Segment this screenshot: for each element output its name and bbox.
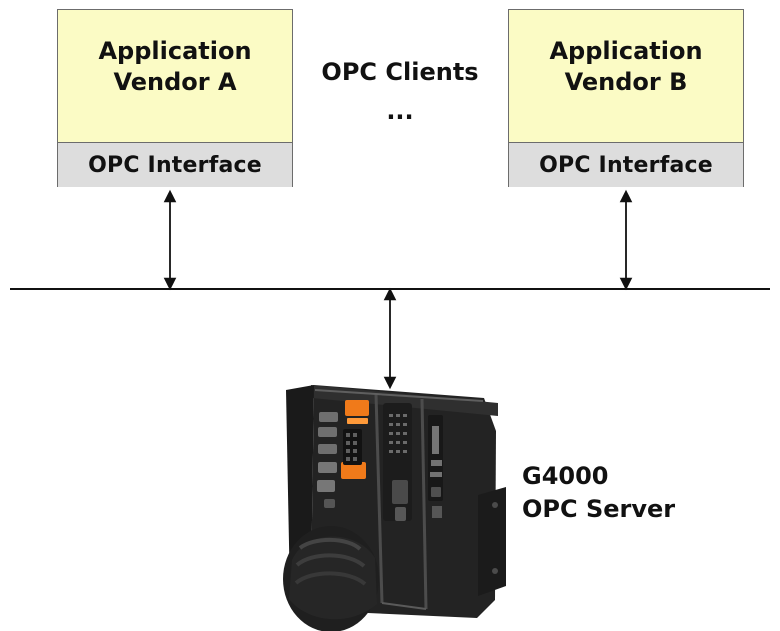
- vendor-label: Vendor B: [564, 68, 688, 96]
- application-label: Application: [549, 36, 703, 65]
- vendor-label: Vendor A: [113, 68, 237, 96]
- opc-clients-label: OPC Clients: [321, 58, 479, 86]
- client-box-vendor-b: Application Vendor B OPC Interface: [508, 9, 744, 187]
- application-label: Application: [98, 36, 252, 65]
- opc-interface-label: OPC Interface: [88, 152, 262, 178]
- more-clients-ellipsis: ...: [386, 97, 414, 125]
- server-role-label: OPC Server: [522, 495, 676, 524]
- application-area-vendor-b: Application Vendor B: [509, 10, 743, 143]
- opc-interface-vendor-b: OPC Interface: [509, 143, 743, 187]
- server-model-label: G4000: [522, 462, 609, 490]
- server-label: G4000 OPC Server: [522, 460, 675, 526]
- opc-interface-label: OPC Interface: [539, 152, 713, 178]
- opc-interface-vendor-a: OPC Interface: [58, 143, 292, 187]
- application-area-vendor-a: Application Vendor A: [58, 10, 292, 143]
- client-box-vendor-a: Application Vendor A OPC Interface: [57, 9, 293, 187]
